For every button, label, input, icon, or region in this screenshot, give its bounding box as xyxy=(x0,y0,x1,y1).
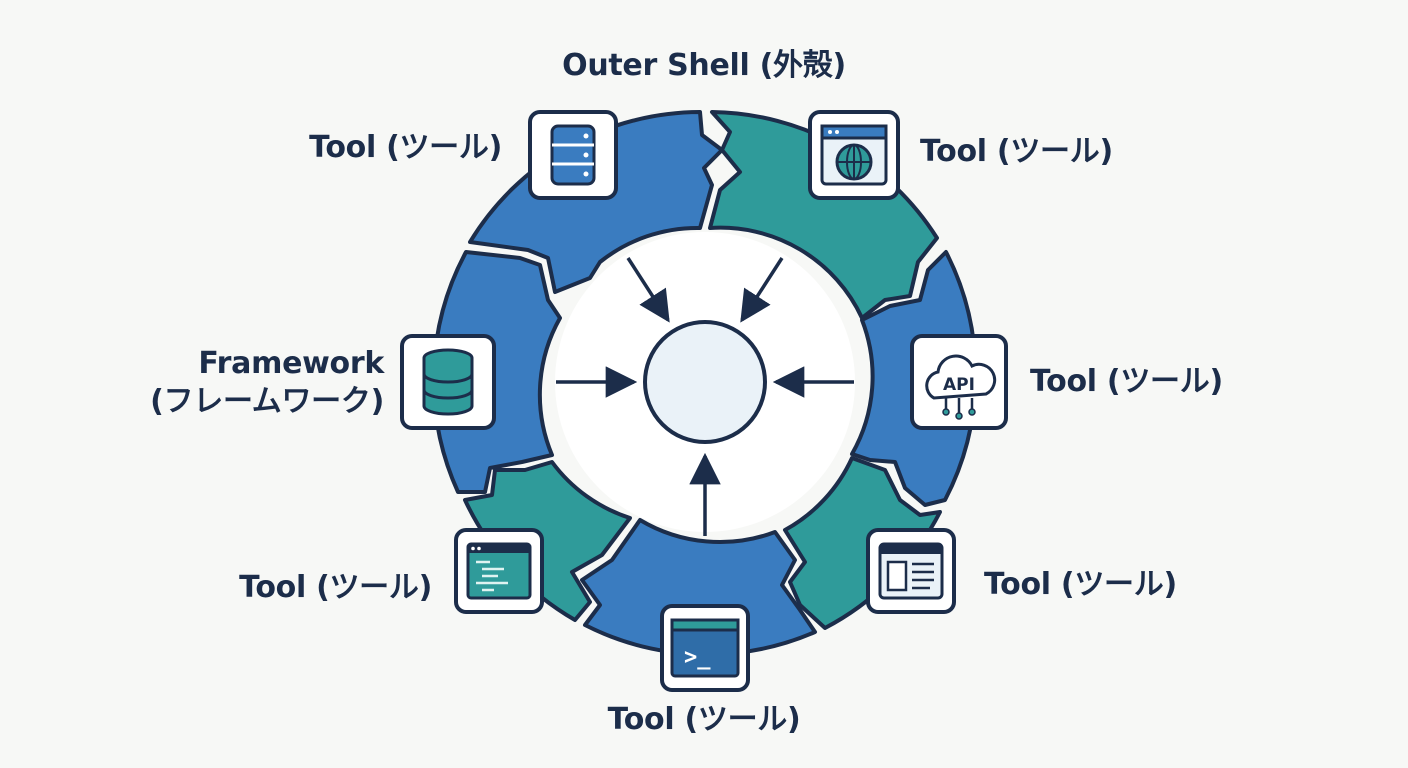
arrow-top-right xyxy=(740,257,784,323)
diagram-title: Outer Shell (外殻) xyxy=(562,48,846,83)
code-editor-icon xyxy=(454,528,544,614)
framework-label-line2: (フレームワーク) xyxy=(150,384,384,419)
database-icon xyxy=(528,110,618,200)
document-window-icon xyxy=(866,528,956,614)
api-cloud-icon: API xyxy=(910,334,1008,430)
ring-segment-top-left xyxy=(468,110,724,294)
tool-label-top-left: Tool (ツール) xyxy=(309,130,502,165)
api-icon-text: API xyxy=(943,375,975,395)
tool-label-right: Tool (ツール) xyxy=(1030,364,1223,399)
tool-label-top-right: Tool (ツール) xyxy=(920,134,1113,169)
tool-label-bottom-right: Tool (ツール) xyxy=(984,567,1177,602)
globe-browser-icon xyxy=(808,110,900,200)
arrow-top-left xyxy=(626,257,670,323)
arrows xyxy=(556,257,854,536)
terminal-prompt-text: >_ xyxy=(684,645,711,670)
terminal-icon: >_ xyxy=(660,604,750,692)
tool-label-bottom: Tool (ツール) xyxy=(607,702,801,737)
tool-label-bottom-left: Tool (ツール) xyxy=(239,570,432,605)
core-circle xyxy=(643,320,767,444)
framework-database-icon xyxy=(400,334,496,430)
framework-label-line1: Framework xyxy=(198,346,384,381)
